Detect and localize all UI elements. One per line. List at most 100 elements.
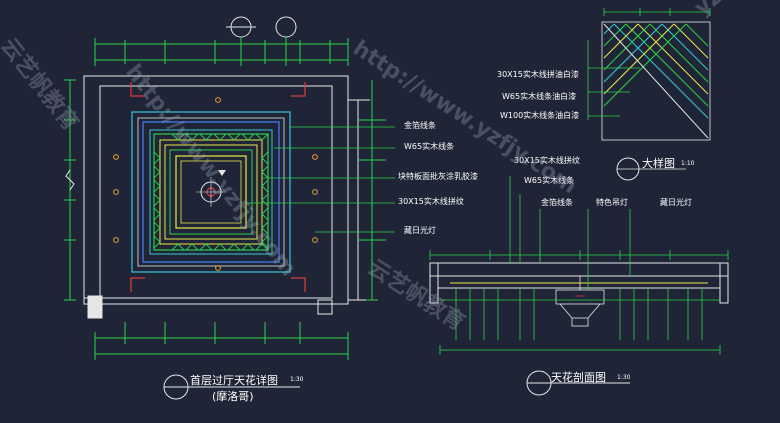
cad-line xyxy=(613,23,709,119)
cad-line xyxy=(261,221,269,229)
cad-line xyxy=(153,221,161,229)
cad-line xyxy=(153,199,161,207)
cad-line xyxy=(213,133,221,141)
plan-right-dimensions xyxy=(358,80,386,301)
cad-line xyxy=(255,243,263,251)
cad-line xyxy=(191,133,199,141)
plan-title: 首层过厅天花详图 xyxy=(190,374,278,387)
section-label-lamp: 特色吊灯 xyxy=(596,198,628,207)
cad-line xyxy=(177,133,185,141)
detail-dimension xyxy=(603,8,711,16)
cad-line xyxy=(261,241,269,249)
cad-line xyxy=(205,133,213,141)
cad-line xyxy=(153,171,161,179)
cad-line xyxy=(153,241,161,249)
cad-line xyxy=(153,165,161,173)
cad-line xyxy=(153,179,161,187)
cad-line xyxy=(247,243,255,251)
section-title: 天花剖面图 xyxy=(551,371,606,384)
plan-leaders xyxy=(246,126,395,233)
detail-leaders xyxy=(587,40,640,120)
cad-line xyxy=(261,157,269,165)
section-label-gold: 金箔线条 xyxy=(541,198,573,207)
plan-label-fluor: 藏日光灯 xyxy=(404,226,436,235)
cad-line xyxy=(153,227,161,235)
cad-line xyxy=(153,213,161,221)
cad-line xyxy=(603,23,651,71)
cad-line xyxy=(227,133,235,141)
cad-line xyxy=(205,243,213,251)
cad-line xyxy=(233,133,241,141)
cad-line xyxy=(219,133,227,141)
cad-line xyxy=(233,243,241,251)
detail-title: 大样图 xyxy=(642,157,675,170)
room-walls xyxy=(83,75,370,319)
cad-line xyxy=(213,243,221,251)
plan-top-dimensions xyxy=(94,38,349,66)
cad-line xyxy=(261,193,269,201)
cad-line xyxy=(153,193,161,201)
section-slab xyxy=(429,262,729,304)
section-verticals xyxy=(440,288,720,340)
cad-line xyxy=(261,133,269,141)
corner-marks xyxy=(130,82,306,292)
section-scale: 1:30 xyxy=(617,374,631,381)
detail-scale: 1:10 xyxy=(681,160,695,167)
cad-line xyxy=(191,243,199,251)
downlights xyxy=(113,97,318,271)
plan-left-dimensions xyxy=(64,79,76,301)
cad-line xyxy=(153,151,161,159)
section-label-wood-grid: 30X15实木线拼纹 xyxy=(514,156,580,165)
cad-line xyxy=(261,151,269,159)
cad-line xyxy=(261,207,269,215)
section-lamp xyxy=(555,276,605,327)
cad-line xyxy=(199,133,207,141)
plan-label-wood-grid: 30X15实木线拼纹 xyxy=(398,197,464,206)
cad-line xyxy=(219,243,227,251)
section-label-leaders xyxy=(509,176,631,290)
cad-line xyxy=(255,133,263,141)
section-top-dimensions xyxy=(429,250,729,260)
cad-line xyxy=(261,165,269,173)
cad-line xyxy=(227,243,235,251)
cad-line xyxy=(261,227,269,235)
title-circles xyxy=(163,370,630,400)
cad-line xyxy=(625,23,709,107)
cad-line xyxy=(661,23,709,71)
section-bottom-dimensions xyxy=(439,345,721,355)
plan-scale: 1:30 xyxy=(290,376,304,383)
cad-line xyxy=(261,213,269,221)
center-lamp xyxy=(196,170,226,207)
plan-view xyxy=(64,16,395,360)
section-label-w65: W65实木线条 xyxy=(524,176,575,185)
cad-line xyxy=(153,157,161,165)
detail-pattern xyxy=(603,23,709,139)
cad-line xyxy=(261,171,269,179)
cad-line xyxy=(153,235,161,243)
cad-line xyxy=(603,23,639,59)
cad-line xyxy=(603,23,627,47)
cad-line xyxy=(603,23,663,83)
plan-bottom-dimensions xyxy=(94,322,349,360)
cad-line xyxy=(603,23,709,139)
cad-line xyxy=(185,133,193,141)
detail-view xyxy=(587,8,711,181)
cad-line xyxy=(261,185,269,193)
section-view xyxy=(429,176,729,355)
cad-line xyxy=(247,133,255,141)
cad-line xyxy=(177,243,185,251)
detail-label-grid: 30X15实木线拼油白漆 xyxy=(497,70,579,79)
cad-line xyxy=(261,243,269,251)
cad-line xyxy=(261,235,269,243)
cad-line xyxy=(153,185,161,193)
cad-line xyxy=(261,179,269,187)
detail-label-w65: W65实木线条油白漆 xyxy=(502,92,577,101)
plan-subtitle: (摩洛哥) xyxy=(212,390,254,403)
herringbone-pattern xyxy=(153,133,269,251)
cad-line xyxy=(649,23,709,83)
cad-line xyxy=(685,23,709,47)
cad-line xyxy=(199,243,207,251)
detail-label-w100: W100实木线条油白漆 xyxy=(500,111,580,120)
